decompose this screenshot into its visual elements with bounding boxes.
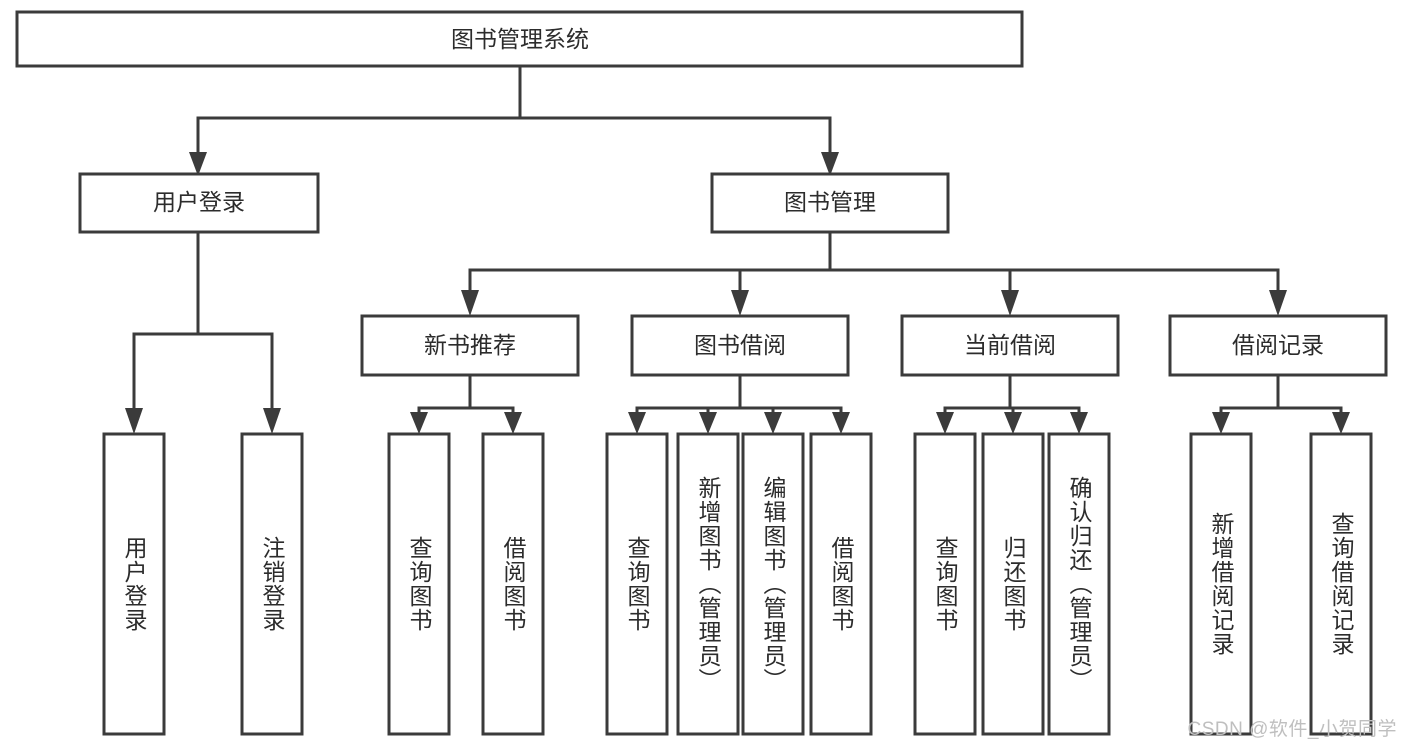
node-level2-borrow-record-label: 借阅记录 xyxy=(1232,332,1324,358)
connector-userlogin-to-leaves xyxy=(125,230,281,434)
csdn-watermark: CSDN @软件_小贺同学 xyxy=(1187,719,1397,740)
leaf-box-book-borrow-1[interactable] xyxy=(676,432,740,736)
leaf-box-book-borrow-3[interactable] xyxy=(809,432,873,736)
connector-bookmgmt-to-level2 xyxy=(461,230,1287,316)
leaf-box-borrow-record-1[interactable] xyxy=(1309,432,1373,736)
node-level1-user-login-label: 用户登录 xyxy=(153,189,245,215)
node-level1-user-login[interactable]: 用户登录 xyxy=(78,172,320,234)
node-level2-book-borrow[interactable]: 图书借阅 xyxy=(630,314,850,377)
connector-newbook-to-leaves xyxy=(410,373,522,434)
node-level1-book-management-label: 图书管理 xyxy=(784,189,876,215)
leaf-box-borrow-record-0[interactable] xyxy=(1189,432,1253,736)
node-level1-book-management[interactable]: 图书管理 xyxy=(710,172,950,234)
leaf-box-new-book-0[interactable] xyxy=(387,432,451,736)
connector-currentborrow-to-leaves xyxy=(936,373,1088,434)
node-level2-current-borrow-label: 当前借阅 xyxy=(964,332,1056,358)
connector-bookborrow-to-leaves xyxy=(628,373,850,434)
node-level2-new-book[interactable]: 新书推荐 xyxy=(360,314,580,377)
leaf-box-book-borrow-2[interactable] xyxy=(741,432,805,736)
connector-borrowrecord-to-leaves xyxy=(1212,373,1350,434)
node-root-label: 图书管理系统 xyxy=(451,26,589,52)
leaf-box-current-borrow-1[interactable] xyxy=(981,432,1045,736)
leaf-box-current-borrow-2[interactable] xyxy=(1047,432,1111,736)
leaf-box-user-login-1[interactable] xyxy=(240,432,304,736)
leaf-box-new-book-1[interactable] xyxy=(481,432,545,736)
node-level2-current-borrow[interactable]: 当前借阅 xyxy=(900,314,1120,377)
node-root[interactable]: 图书管理系统 xyxy=(15,10,1024,68)
leaf-box-book-borrow-0[interactable] xyxy=(605,432,669,736)
connector-root-to-level1 xyxy=(189,64,839,176)
node-level2-new-book-label: 新书推荐 xyxy=(424,332,516,358)
leaf-box-current-borrow-0[interactable] xyxy=(913,432,977,736)
node-level2-borrow-record[interactable]: 借阅记录 xyxy=(1168,314,1388,377)
leaf-box-user-login-0[interactable] xyxy=(102,432,166,736)
node-level2-book-borrow-label: 图书借阅 xyxy=(694,332,786,358)
